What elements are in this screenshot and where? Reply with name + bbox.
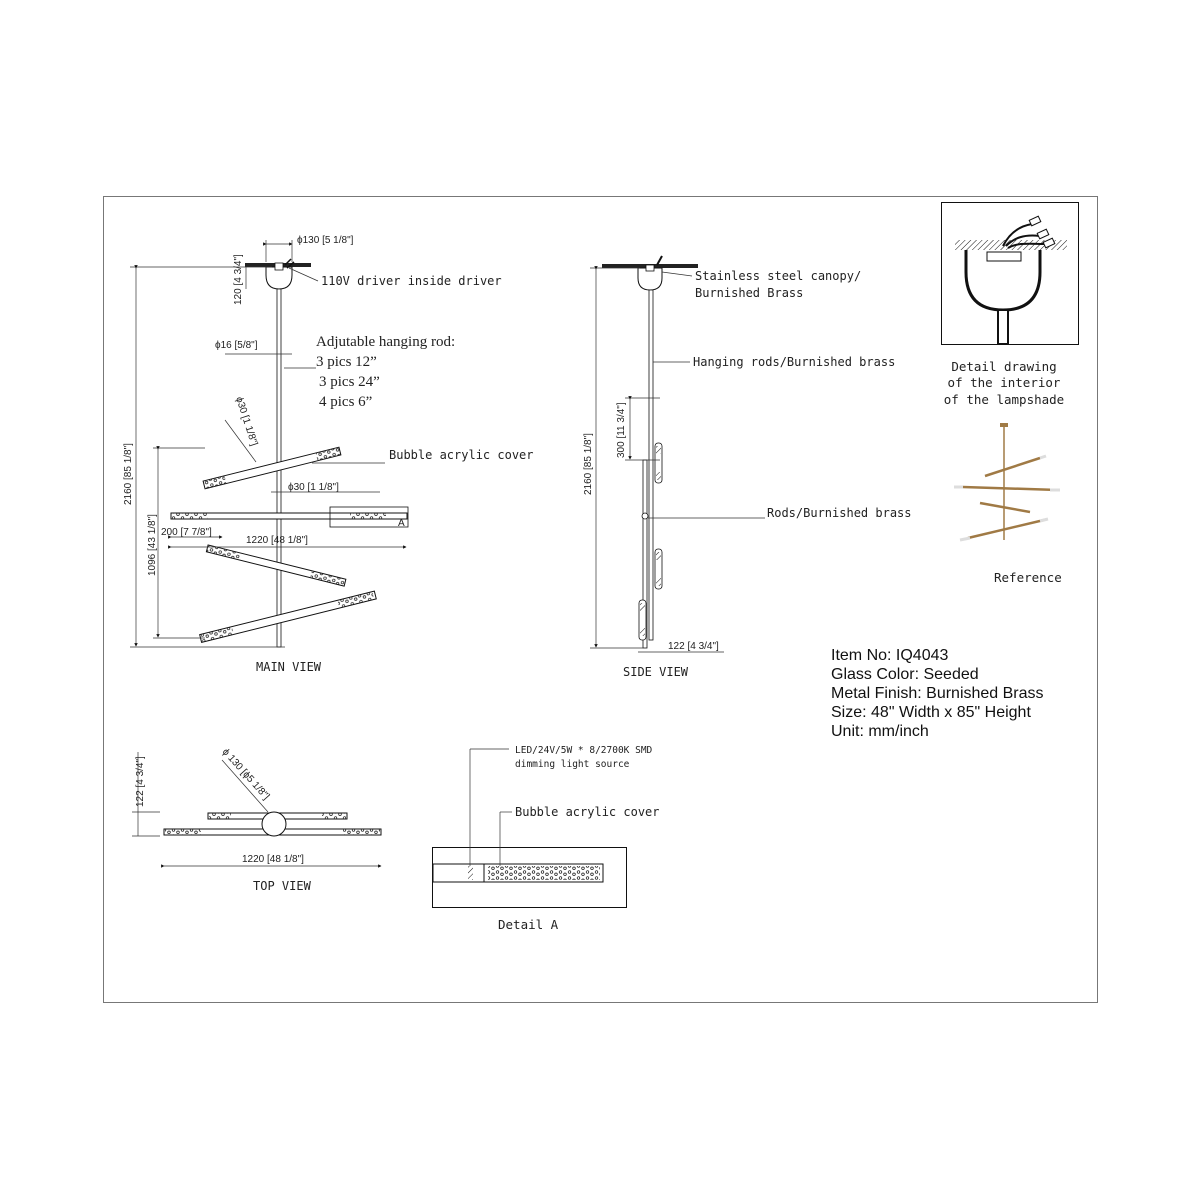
detail-a-box: [329, 506, 409, 528]
main-view: A ϕ130 [5 1/8"] 120 [4 3/4"] 110V driver…: [123, 235, 534, 674]
tube-2: [170, 512, 408, 520]
top-view: ϕ 130 [ϕ5 1/8"] 122 [4 3/4"] 1220 [48 1/…: [132, 747, 382, 893]
side-rod-joint: [641, 512, 649, 520]
label-driver: 110V driver inside driver: [321, 274, 502, 288]
detail-a-led-block: [468, 866, 473, 880]
tube-1: [202, 446, 342, 490]
spec-item-number: Item No: IQ4043: [831, 647, 949, 664]
dim-total-height: 2160 [85 1/8"]: [123, 443, 134, 505]
dim-tube-angled: ϕ30 [1 1/8"]: [233, 396, 259, 448]
label-led-line-2: dimming light source: [515, 759, 630, 770]
main-view-title: MAIN VIEW: [256, 660, 322, 674]
detail-caption-line-2: of the interior: [948, 375, 1061, 390]
top-dim-height: 122 [4 3/4"]: [135, 756, 146, 807]
spec-size: Size: 48" Width x 85" Height: [831, 704, 1031, 721]
detail-rod: [997, 309, 1009, 345]
detail-caption-line-3: of the lampshade: [944, 392, 1064, 407]
top-view-title: TOP VIEW: [253, 879, 312, 893]
dim-body-height: 1096 [43 1/8"]: [147, 514, 158, 576]
hanging-rod-note-line-3: 4 pics 6”: [319, 394, 372, 410]
detail-a-title: Detail A: [498, 917, 559, 932]
detail-marker: A: [398, 518, 405, 529]
reference-caption: Reference: [994, 570, 1062, 585]
dim-spacing: 300 [11 3/4"]: [616, 402, 627, 458]
side-view-title: SIDE VIEW: [623, 665, 689, 679]
dim-width: 1220 [48 1/8"]: [246, 535, 308, 546]
drawing-frame: [103, 196, 1098, 1003]
dim-canopy-height: 120 [4 3/4"]: [233, 254, 244, 305]
dim-tube-diameter: ϕ30 [1 1/8"]: [288, 482, 339, 493]
top-dim-width: 1220 [48 1/8"]: [242, 854, 304, 865]
driver-wires-icon: [284, 258, 295, 269]
side-wires-icon: [656, 255, 663, 266]
hanging-rod-note-line-1: 3 pics 12”: [316, 354, 377, 370]
hanging-rod-note-title: Adjutable hanging rod:: [316, 334, 455, 350]
side-hanging-rod: [648, 289, 654, 641]
side-tube-end-2: [654, 548, 663, 590]
tube-4: [199, 590, 377, 644]
label-hanging-rods: Hanging rods/Burnished brass: [693, 355, 895, 369]
spec-glass-color: Glass Color: Seeded: [831, 666, 979, 683]
detail-interior-frame: [941, 202, 1079, 345]
side-dim-total-height: 2160 [85 1/8"]: [583, 433, 594, 495]
dim-canopy-width: ϕ130 [5 1/8"]: [297, 235, 354, 246]
hanging-rod-note-line-2: 3 pics 24”: [319, 374, 380, 390]
tube-3: [205, 544, 347, 587]
detail-interior: Detail drawing of the interior of the la…: [941, 202, 1079, 407]
dim-rod-diameter: ϕ16 [5/8"]: [215, 340, 258, 351]
spec-metal-finish: Metal Finish: Burnished Brass: [831, 685, 1044, 702]
label-rods: Rods/Burnished brass: [767, 506, 912, 520]
label-led-line-1: LED/24V/5W * 8/2700K SMD: [515, 745, 653, 756]
detail-caption-line-1: Detail drawing: [951, 359, 1056, 374]
label-bubble-cover: Bubble acrylic cover: [389, 448, 534, 462]
side-view: Stainless steel canopy/ Burnished Brass …: [583, 255, 912, 679]
label-canopy-line-2: Burnished Brass: [695, 286, 803, 300]
label-canopy-line-1: Stainless steel canopy/: [695, 269, 861, 283]
side-tube-end-1: [654, 442, 663, 484]
detail-ceiling: [955, 240, 1067, 250]
top-canopy: [261, 811, 287, 837]
driver-box: [274, 262, 284, 271]
side-driver-box: [645, 264, 655, 272]
reference-photo: Reference: [954, 423, 1062, 585]
top-dim-diameter: ϕ 130 [ϕ5 1/8"]: [220, 747, 272, 803]
spec-unit: Unit: mm/inch: [831, 723, 929, 740]
detail-a-bubbles: [488, 866, 600, 880]
side-dim-depth: 122 [4 3/4"]: [668, 641, 719, 652]
label-detail-cover: Bubble acrylic cover: [515, 805, 660, 819]
detail-driver: [986, 251, 1022, 262]
dim-offset: 200 [7 7/8"]: [161, 527, 212, 538]
detail-a: LED/24V/5W * 8/2700K SMD dimming light s…: [432, 745, 660, 932]
side-tube-end-3: [638, 599, 647, 641]
